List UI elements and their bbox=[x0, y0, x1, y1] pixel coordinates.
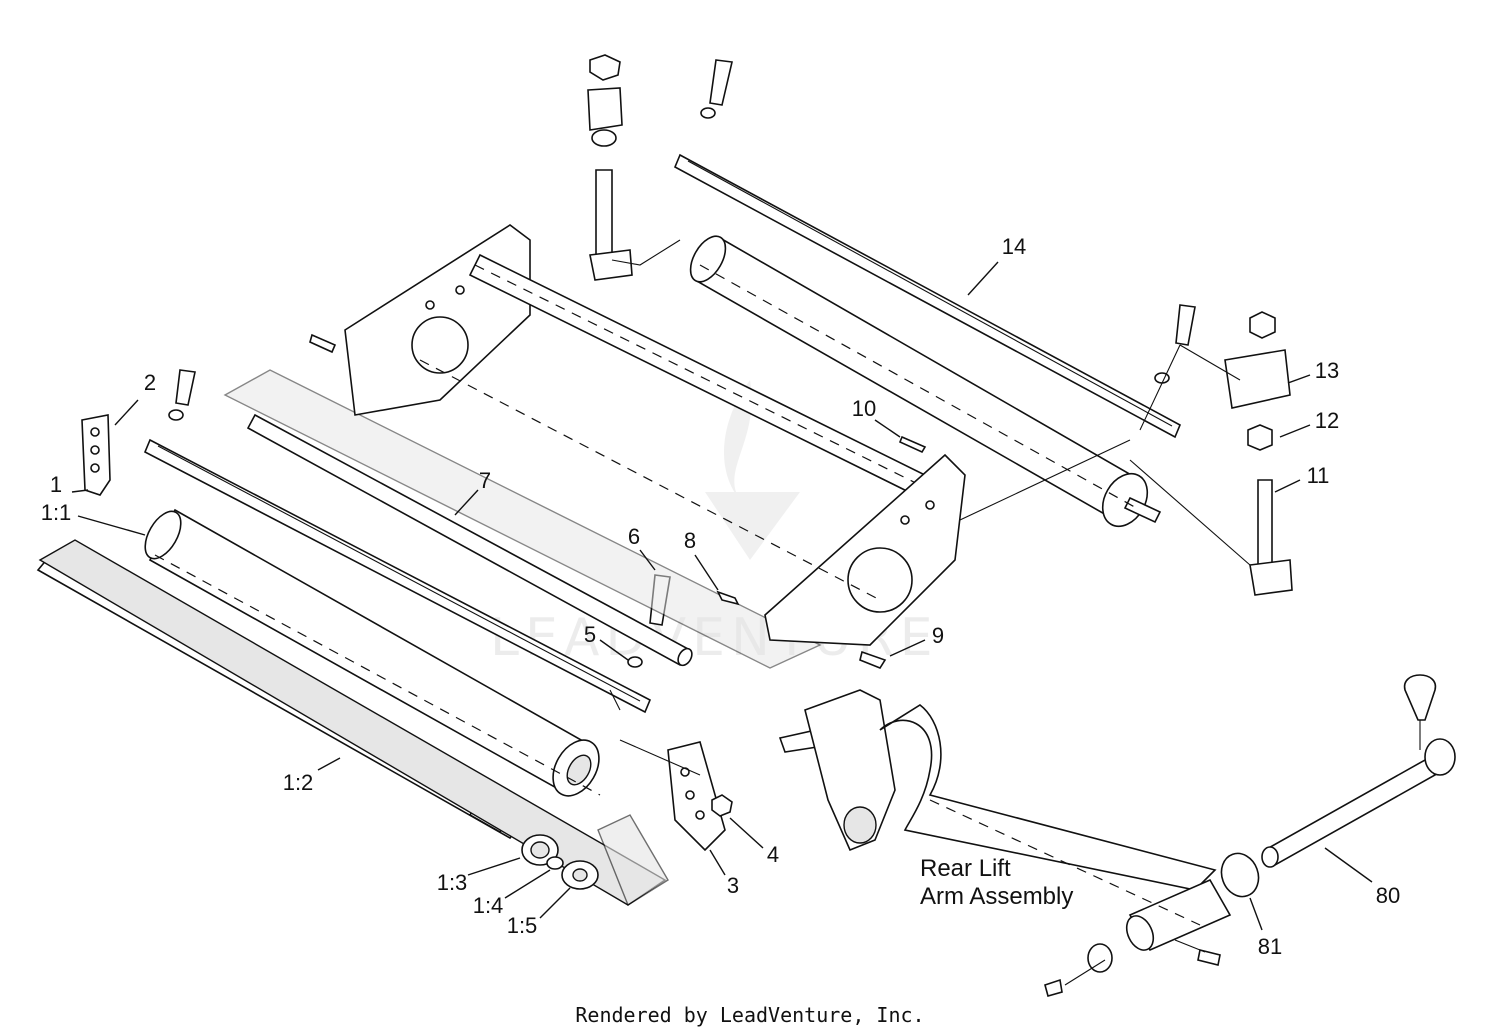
callout-7: 7 bbox=[479, 468, 491, 493]
callout-6: 6 bbox=[628, 524, 640, 549]
callout-1-2: 1:2 bbox=[283, 770, 314, 795]
rear-scraper-bar bbox=[673, 153, 1182, 439]
assembly-label-line1: Rear Lift bbox=[920, 855, 1011, 882]
side-plate-right bbox=[764, 453, 966, 646]
bolt-left-plate bbox=[309, 333, 337, 354]
rear-roller-tube-14 bbox=[689, 235, 1162, 528]
snap-ring-1-4 bbox=[546, 856, 564, 870]
nut-4 bbox=[711, 794, 733, 817]
upper-lift-rod bbox=[587, 54, 633, 281]
seal-1-5 bbox=[561, 860, 599, 890]
bracket-left-1 bbox=[81, 414, 111, 496]
callout-9: 9 bbox=[932, 623, 944, 648]
lock-washer-5 bbox=[627, 656, 643, 668]
callout-1-4: 1:4 bbox=[473, 893, 504, 918]
front-scraper-bar bbox=[143, 438, 652, 714]
callout-14: 14 bbox=[1002, 234, 1026, 259]
pivot-pin-80 bbox=[1261, 674, 1456, 868]
callout-1-5: 1:5 bbox=[507, 913, 538, 938]
crossbar-7 bbox=[246, 413, 693, 667]
bolt-2 bbox=[168, 369, 196, 421]
callout-5: 5 bbox=[584, 622, 596, 647]
upper-bolt bbox=[700, 59, 733, 119]
assembly-label-line2: Arm Assembly bbox=[920, 883, 1073, 910]
rear-lift-arm bbox=[778, 689, 1217, 891]
bushing-81 bbox=[1220, 852, 1260, 898]
callout-8: 8 bbox=[684, 528, 696, 553]
footer-credit: Rendered by LeadVenture, Inc. bbox=[575, 1003, 924, 1027]
small-plate-lower bbox=[597, 814, 669, 907]
pin-11 bbox=[1249, 479, 1293, 596]
bearing-1-3 bbox=[521, 834, 559, 866]
bolt-10 bbox=[898, 435, 927, 454]
callout-1-1: 1:1 bbox=[41, 500, 72, 525]
crossbar-lower-plate bbox=[223, 369, 822, 669]
bolt-9 bbox=[859, 650, 887, 669]
clamp-13 bbox=[1224, 311, 1291, 409]
callout-1-3: 1:3 bbox=[437, 870, 468, 895]
callout-11: 11 bbox=[1307, 463, 1330, 488]
callout-80: 80 bbox=[1376, 883, 1400, 908]
callout-12: 12 bbox=[1315, 408, 1339, 433]
callout-81: 81 bbox=[1258, 934, 1282, 959]
bolt-8 bbox=[716, 590, 740, 606]
callout-2: 2 bbox=[144, 370, 156, 395]
callout-4: 4 bbox=[767, 842, 779, 867]
leader-lines bbox=[71, 261, 1373, 931]
lift-arm-sleeve bbox=[1044, 878, 1232, 997]
callout-13: 13 bbox=[1315, 358, 1339, 383]
callout-3: 3 bbox=[727, 873, 739, 898]
callout-labels: 1 1:1 1:2 1:3 1:4 1:5 2 3 4 5 6 7 8 9 10… bbox=[41, 234, 1401, 959]
nut-12 bbox=[1247, 424, 1273, 451]
center-lines bbox=[154, 239, 1421, 986]
side-plate-left bbox=[344, 224, 531, 416]
front-roller-tube-1-1 bbox=[144, 508, 600, 797]
assembly-label: Rear Lift Arm Assembly bbox=[920, 855, 1073, 910]
watermark-flame-icon bbox=[705, 380, 800, 560]
callout-10: 10 bbox=[852, 396, 876, 421]
bracket-right-3 bbox=[667, 741, 726, 852]
rear-bolt bbox=[1154, 304, 1196, 384]
callout-1: 1 bbox=[50, 472, 62, 497]
